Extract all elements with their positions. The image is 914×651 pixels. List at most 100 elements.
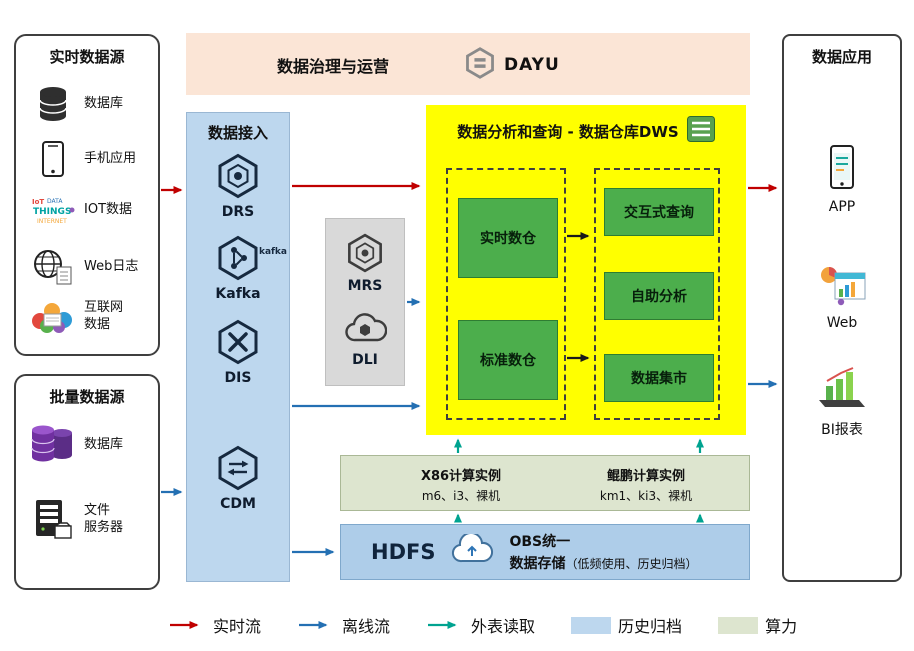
governance-title: 数据治理与运营 — [276, 57, 389, 76]
applications-panel: 数据应用 APP — [782, 34, 902, 582]
service-drs: DRS — [187, 153, 289, 220]
source-item-label: 互联网 数据 — [84, 300, 124, 332]
source-item-label: 数据库 — [84, 436, 124, 452]
hdfs-label: HDFS — [371, 540, 436, 564]
batch-sources-panel: 批量数据源 数据库 — [14, 374, 160, 590]
svg-text:IoT: IoT — [32, 198, 44, 206]
compute-swatch — [718, 616, 759, 634]
legend-item-external-read: 外表读取 — [426, 613, 535, 637]
database-icon — [28, 86, 78, 122]
obs-line1: OBS统一 — [509, 534, 571, 551]
service-label: DLI — [352, 352, 378, 368]
compute-title: 鲲鹏计算实例 — [606, 469, 685, 484]
realtime-sources-title: 实时数据源 — [49, 48, 125, 66]
service-label: DRS — [221, 204, 255, 220]
file-server-icon — [28, 498, 78, 542]
warehouse-group: 实时数仓 标准数仓 — [446, 168, 566, 420]
dayu-hexagon-icon — [464, 47, 496, 83]
svg-text:DATA: DATA — [47, 198, 63, 205]
drs-hexagon-icon — [215, 153, 261, 203]
dayu-brand-text: DAYU — [504, 55, 560, 75]
source-item-internet-data: 互联网 数据 — [28, 300, 158, 334]
service-cdm: CDM — [187, 445, 289, 512]
source-item-label: 数据库 — [84, 95, 124, 111]
app-item-label: Web — [826, 315, 858, 331]
data-mart-box: 数据集市 — [604, 354, 714, 402]
app-phone-icon — [827, 145, 857, 194]
source-item-batch-database: 数据库 — [28, 424, 158, 466]
x86-compute-column: X86计算实例 m6、i3、裸机 — [371, 465, 551, 504]
legend-label: 实时流 — [213, 617, 262, 636]
app-item-bi: BI报表 — [784, 366, 900, 439]
governance-bar: 数据治理与运营 DAYU — [186, 33, 750, 95]
obs-note: （低频使用、历史归档） — [565, 557, 698, 571]
mobile-phone-icon — [28, 140, 78, 178]
standard-warehouse-box: 标准数仓 — [458, 320, 558, 400]
app-item-app: APP — [784, 144, 900, 215]
dli-cloud-icon — [343, 313, 388, 351]
compute-subtitle: km1、ki3、裸机 — [599, 489, 693, 503]
dws-panel: 数据分析和查询 - 数据仓库DWS 实时数仓 标准数仓 交互式查询 自助分析 数… — [426, 105, 746, 435]
kafka-wordmark: kafka — [258, 247, 287, 257]
source-item-mobile-app: 手机应用 — [28, 140, 158, 178]
service-mrs: MRS — [326, 233, 404, 294]
legend-item-archive: 历史归档 — [571, 613, 682, 637]
service-label: Kafka — [215, 286, 261, 302]
internet-data-icon — [28, 300, 78, 334]
source-item-label: IOT数据 — [84, 201, 133, 217]
source-item-label: Web日志 — [84, 258, 139, 274]
web-dashboard-icon — [817, 266, 867, 310]
service-kafka: kafka Kafka — [187, 235, 289, 302]
service-label: CDM — [220, 496, 256, 512]
legend: 实时流 离线流 外表读取 历史归档 算力 — [168, 613, 797, 637]
bi-report-icon — [817, 367, 867, 414]
batch-sources-title: 批量数据源 — [49, 388, 125, 406]
dws-list-icon — [686, 116, 715, 146]
source-item-label: 文件 服务器 — [84, 503, 124, 535]
dis-hexagon-icon — [215, 319, 261, 369]
legend-item-compute: 算力 — [718, 613, 797, 637]
compute-instances-panel: X86计算实例 m6、i3、裸机 鲲鹏计算实例 km1、ki3、裸机 — [340, 455, 750, 511]
obs-cloud-icon — [449, 531, 495, 570]
legend-item-realtime: 实时流 — [168, 613, 261, 637]
source-item-web-log: Web日志 — [28, 248, 158, 286]
obs-line2: 数据存储 — [509, 556, 566, 572]
dayu-brand: DAYU — [464, 47, 560, 83]
legend-label: 历史归档 — [618, 617, 683, 636]
source-item-database: 数据库 — [28, 86, 158, 122]
realtime-arrow-icon — [170, 621, 199, 629]
app-item-label: BI报表 — [821, 422, 863, 438]
obs-text: OBS统一 数据存储（低频使用、历史归档） — [509, 530, 697, 574]
data-ingest-panel: 数据接入 DRS — [186, 112, 290, 582]
source-item-label: 手机应用 — [84, 150, 137, 166]
globe-log-icon — [28, 248, 78, 286]
cdm-hexagon-icon — [215, 445, 261, 495]
service-dli: DLI — [326, 311, 404, 368]
dws-title-row: 数据分析和查询 - 数据仓库DWS — [426, 116, 746, 146]
source-item-file-server: 文件 服务器 — [28, 498, 158, 542]
compute-subtitle: m6、i3、裸机 — [421, 489, 501, 503]
mrs-hexagon-icon — [345, 233, 385, 277]
service-label: MRS — [347, 278, 383, 294]
legend-label: 离线流 — [342, 617, 391, 636]
compute-title: X86计算实例 — [420, 469, 502, 484]
svg-text:THINGS: THINGS — [33, 207, 71, 217]
middle-services-panel: MRS DLI — [325, 218, 405, 386]
purple-database-icon — [28, 424, 78, 466]
iot-wordcloud-icon: IoT DATA THINGS INTERNET — [28, 194, 78, 226]
service-dis: DIS — [187, 319, 289, 386]
service-label: DIS — [224, 370, 252, 386]
interactive-query-box: 交互式查询 — [604, 188, 714, 236]
storage-panel: HDFS OBS统一 数据存储（低频使用、历史归档） — [340, 524, 750, 580]
app-item-label: APP — [828, 199, 856, 215]
applications-title: 数据应用 — [811, 48, 872, 66]
external-read-arrow-icon — [428, 621, 457, 629]
offline-arrow-icon — [299, 621, 328, 629]
legend-label: 算力 — [765, 617, 798, 636]
archive-swatch — [571, 616, 612, 634]
legend-label: 外表读取 — [471, 617, 536, 636]
kafka-hexagon-icon — [215, 235, 261, 285]
kunpeng-compute-column: 鲲鹏计算实例 km1、ki3、裸机 — [556, 465, 736, 504]
analysis-group: 交互式查询 自助分析 数据集市 — [594, 168, 720, 420]
